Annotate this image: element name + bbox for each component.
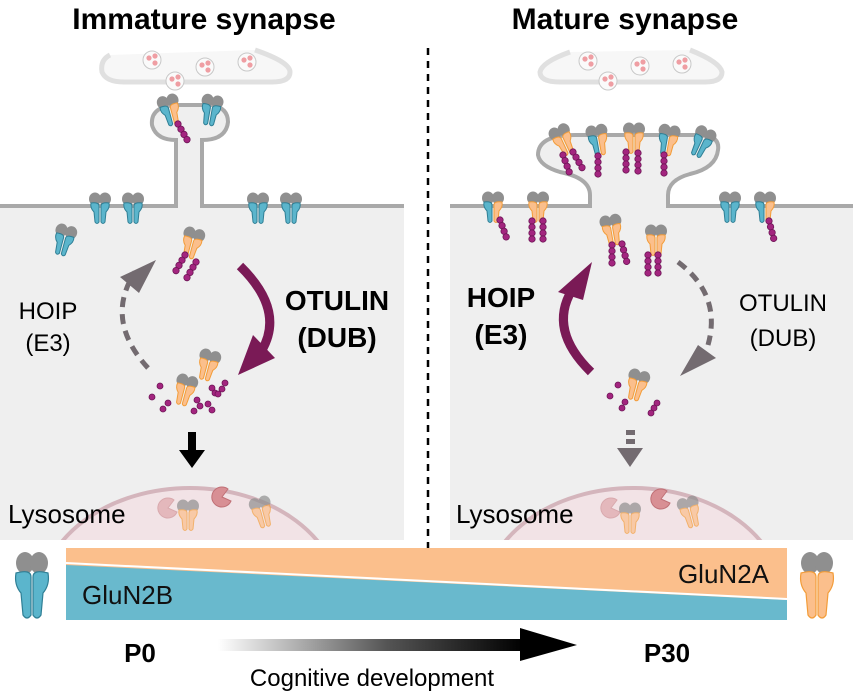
otulin-arrowhead [680, 345, 716, 376]
e3-label: (E3) [475, 319, 528, 350]
degradation-arrow-shaft [188, 432, 196, 452]
p0-label: P0 [124, 638, 156, 668]
band-separator [65, 562, 788, 600]
glun2a-label: GluN2A [678, 559, 770, 589]
mature-panel: Mature synapse [450, 3, 853, 540]
glun2b-band [66, 565, 787, 620]
hoip-arrowhead [120, 260, 156, 293]
lysosome-label: Lysosome [8, 499, 126, 529]
synaptic-vesicle [578, 51, 598, 71]
free-ubiquitin [606, 381, 661, 417]
spine-membrane [0, 103, 404, 208]
e3-label: (E3) [25, 330, 70, 357]
glun2b-receptor-icon [14, 552, 50, 619]
glun2a-receptor-icon [799, 552, 835, 619]
development-arrow-shaft [218, 639, 524, 651]
degradation-arrowhead [179, 450, 205, 468]
degradation-arrow-dash [626, 439, 635, 444]
subunit-switch-bar: GluN2B GluN2A P0 P30 Cognitive developme… [14, 548, 835, 692]
dub-label: (DUB) [297, 322, 376, 353]
lysosome-label: Lysosome [456, 499, 574, 529]
dub-label: (DUB) [750, 325, 817, 352]
degradation-arrow-dash [626, 430, 635, 435]
hoip-arrowhead [558, 262, 592, 300]
otulin-arrow-solid [236, 262, 275, 353]
otulin-label: OTULIN [739, 290, 827, 317]
hoip-label: HOIP [467, 282, 535, 313]
synaptic-vesicle [630, 56, 650, 76]
p30-label: P30 [644, 638, 690, 668]
spine-membrane [450, 133, 853, 208]
cognitive-development-label: Cognitive development [250, 665, 494, 692]
hoip-label: HOIP [19, 298, 78, 325]
synaptic-vesicle [237, 52, 257, 72]
free-ubiquitin [148, 379, 229, 415]
immature-panel: Immature synapse [0, 3, 404, 540]
synaptic-vesicle [598, 71, 618, 91]
hoip-arrow-solid [559, 287, 595, 376]
synaptic-vesicle [165, 71, 185, 91]
mature-title: Mature synapse [512, 3, 739, 36]
degradation-arrowhead [617, 448, 643, 467]
synaptic-vesicle [142, 50, 162, 70]
otulin-arrowhead [238, 335, 275, 375]
immature-title: Immature synapse [72, 3, 335, 36]
synaptic-vesicle [195, 57, 215, 77]
glun2b-label: GluN2B [82, 580, 173, 610]
synaptic-vesicle [672, 54, 692, 74]
development-arrowhead [520, 628, 577, 661]
otulin-label: OTULIN [285, 285, 389, 316]
